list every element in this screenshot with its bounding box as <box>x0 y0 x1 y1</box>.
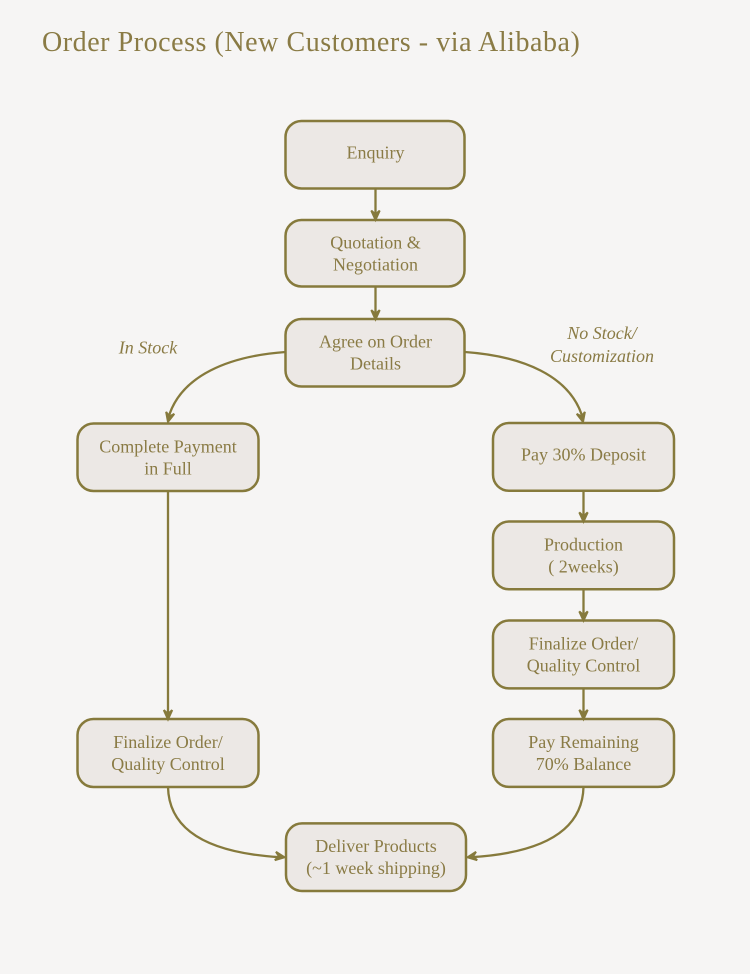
svg-text:In Stock: In Stock <box>118 337 178 357</box>
svg-text:No Stock/: No Stock/ <box>566 323 638 343</box>
svg-text:Complete Payment: Complete Payment <box>99 436 236 456</box>
svg-text:Pay Remaining: Pay Remaining <box>528 732 639 752</box>
svg-text:Quality Control: Quality Control <box>111 754 225 774</box>
svg-text:Finalize Order/: Finalize Order/ <box>529 634 638 654</box>
svg-text:Production: Production <box>544 535 623 555</box>
svg-text:(~1 week shipping): (~1 week shipping) <box>306 858 446 879</box>
svg-text:in Full: in Full <box>144 458 192 478</box>
svg-text:Negotiation: Negotiation <box>333 254 418 274</box>
svg-text:Enquiry: Enquiry <box>347 143 405 163</box>
svg-text:Customization: Customization <box>550 346 654 366</box>
svg-text:Deliver Products: Deliver Products <box>315 836 436 856</box>
svg-text:Agree on Order: Agree on Order <box>319 332 432 352</box>
svg-text:Pay 30% Deposit: Pay 30% Deposit <box>521 445 646 465</box>
svg-text:70% Balance: 70% Balance <box>536 754 631 774</box>
svg-text:Finalize Order/: Finalize Order/ <box>113 732 222 752</box>
svg-text:Quality Control: Quality Control <box>527 656 641 676</box>
svg-text:( 2weeks): ( 2weeks) <box>548 557 618 578</box>
svg-text:Order Process (New Customers -: Order Process (New Customers - via Aliba… <box>42 27 580 58</box>
svg-text:Quotation &: Quotation & <box>330 232 421 252</box>
svg-text:Details: Details <box>350 354 401 374</box>
